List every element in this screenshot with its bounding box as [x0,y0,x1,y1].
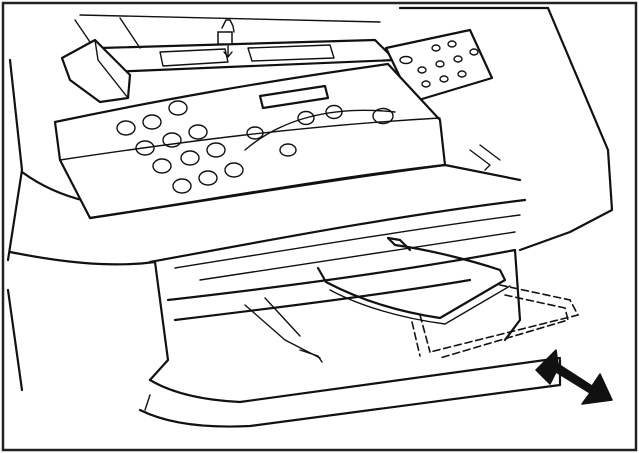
printer-left-edge [6,58,24,262]
tray-extension-extended [411,284,580,359]
paper-guide-tab [299,349,323,363]
document-feed-icon [217,19,235,58]
paper-guide-left [244,297,321,359]
output-tray-front [148,356,562,404]
side-vent [469,144,501,171]
front-band-bottom [148,198,527,264]
feeder-window-right [247,44,335,62]
document-feeder-slot [98,38,397,74]
control-panel-contour [244,109,396,151]
document-guide-edge [94,39,129,99]
lcd-display [258,84,330,110]
right-keypad-buttons [399,40,479,88]
tray-extension-wire [316,236,511,325]
paper-slot-inner [199,231,516,281]
feeder-top-lines [74,14,381,49]
double-arrow-icon [535,349,613,405]
center-buttons [246,104,394,157]
output-tray-opening [173,278,472,322]
printer-left-side [8,250,170,382]
printer-lower-left-edge [6,288,24,392]
front-band-top [88,163,522,220]
output-tray-base [138,358,562,428]
feeder-window-left [159,48,229,67]
paper-slot-line [174,214,521,269]
output-tray-back [166,248,522,342]
control-panel-crease [59,117,441,161]
output-tray-corner [144,394,151,411]
printer-right-side [518,6,614,252]
left-keypad-buttons [116,100,244,194]
